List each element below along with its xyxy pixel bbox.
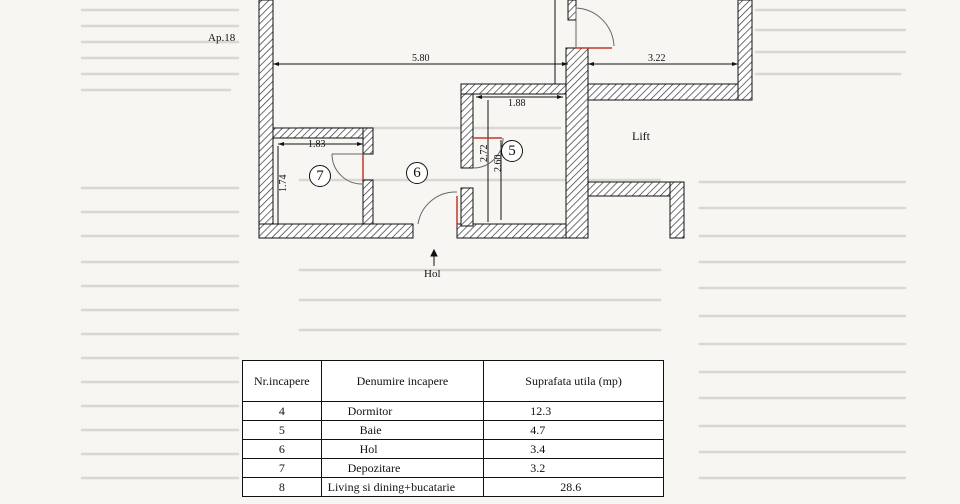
cell-area: 3.2 <box>483 458 664 478</box>
cell-nr: 7 <box>242 458 322 478</box>
dimension-1-83: 1.83 <box>308 139 326 150</box>
dimension-1-88: 1.88 <box>508 98 526 109</box>
table-row: 6 Hol 3.4 <box>242 439 664 459</box>
cell-area: 12.3 <box>483 401 664 421</box>
table-header-row: Nr.incapere Denumire incapere Suprafata … <box>242 360 664 402</box>
walls <box>258 0 753 239</box>
dimension-2-72: 2.72 <box>479 144 490 163</box>
room-number-5: 5 <box>501 140 523 162</box>
dimension-3-22: 3.22 <box>648 53 666 64</box>
table-row: 4 Dormitor 12.3 <box>242 401 664 421</box>
cell-area: 3.4 <box>483 439 664 459</box>
cell-nr: 6 <box>242 439 322 459</box>
hol-entrance-label: Hol <box>424 268 441 280</box>
cell-nr: 5 <box>242 420 322 440</box>
cell-nr: 8 <box>242 477 322 497</box>
room-area-table: Nr.incapere Denumire incapere Suprafata … <box>242 360 664 497</box>
dimension-1-74: 1.74 <box>278 174 289 193</box>
table-row: 5 Baie 4.7 <box>242 420 664 440</box>
cell-name: Depozitare <box>320 458 485 478</box>
cell-nr: 4 <box>242 401 322 421</box>
doors <box>331 6 615 226</box>
dimension-lines <box>273 0 738 224</box>
table-row: 7 Depozitare 3.2 <box>242 458 664 478</box>
cell-name: Dormitor <box>320 401 485 421</box>
room-number-7: 7 <box>309 165 331 187</box>
header-room-number: Nr.incapere <box>242 360 322 402</box>
lift-label: Lift <box>632 129 650 143</box>
cell-area: 4.7 <box>483 420 664 440</box>
dimension-5-80: 5.80 <box>412 53 430 64</box>
dimension-ticks <box>273 62 738 146</box>
header-usable-area: Suprafata utila (mp) <box>483 360 664 402</box>
floor-plan <box>258 0 753 266</box>
table-row: 8 Living si dining+bucatarie 28.6 <box>242 477 664 497</box>
header-room-name: Denumire incapere <box>320 360 485 402</box>
cell-name: Living si dining+bucatarie <box>320 477 485 497</box>
apartment-label: Ap.18 <box>208 32 236 44</box>
cell-name: Hol <box>320 439 485 459</box>
room-number-6: 6 <box>406 162 428 184</box>
entrance-arrow <box>430 248 438 266</box>
cell-name: Baie <box>320 420 485 440</box>
cell-area: 28.6 <box>483 477 664 497</box>
